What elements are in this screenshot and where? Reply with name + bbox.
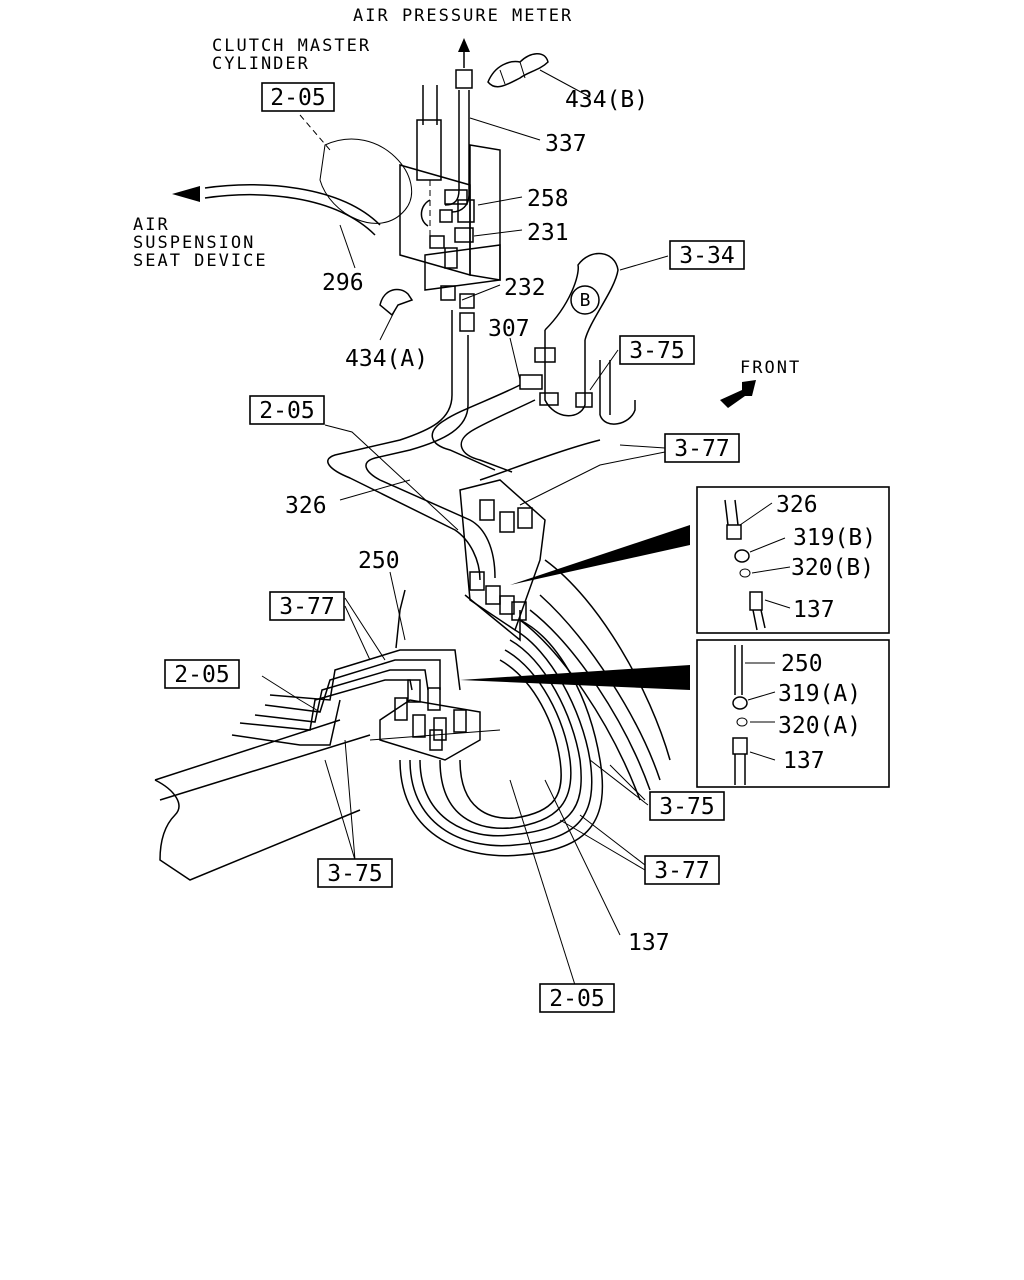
part-258: 258 [527,186,569,212]
frame-rail [154,719,501,881]
fittings-258-231 [420,189,475,269]
caption-air-pressure-meter: AIR PRESSURE METER [353,6,573,26]
ref-box-375-right: 3-75 [649,791,725,821]
relay-valve-b [519,252,636,425]
ref-205-top-label: 2-05 [270,85,325,111]
detail-box-a [696,639,890,788]
hose-296 [172,184,381,236]
ref-box-205-bottom: 2-05 [539,983,615,1013]
detail-a-part-a: 250 [781,651,823,677]
ref-box-205-left: 2-05 [164,659,240,689]
detail-b-part-d: 137 [793,597,835,623]
ref-box-377-lower: 3-77 [644,855,720,885]
ref-375-top-label: 3-75 [629,338,684,364]
detail-a-pointer [460,665,690,690]
ref-377-right-label: 3-77 [674,436,729,462]
detail-b-part-a: 326 [776,492,818,518]
ref-205-left-label: 2-05 [174,662,229,688]
ghost-outline-2-05 [299,114,412,224]
caption-air-susp-2: SUSPENSION [133,233,255,253]
front-arrow-icon [720,380,756,408]
pipe-bundle-250 [231,589,461,746]
part-434b: 434(B) [565,87,648,113]
detail-b-part-c: 320(B) [791,555,874,581]
part-307: 307 [488,316,530,342]
ref-box-205-top: 2-05 [261,82,335,112]
junction-block-lower [379,679,481,761]
ref-box-377-left: 3-77 [269,591,345,621]
pipes-326-307 [327,310,601,581]
pipe-337 [444,38,473,213]
ref-205-bottom-label: 2-05 [549,986,604,1012]
part-337: 337 [545,131,587,157]
ref-377-lower-label: 3-77 [654,858,709,884]
ref-box-375-top: 3-75 [619,335,695,365]
part-296: 296 [322,270,364,296]
clutch-master-cylinder [416,85,442,240]
ref-375-bottom-label: 3-75 [327,861,382,887]
ref-box-375-bottom: 3-75 [317,858,393,888]
detail-box-b [696,486,890,634]
clamp-434b [487,53,549,88]
ref-334-label: 3-34 [679,243,734,269]
nut-232 [440,285,475,332]
mounting-bracket [399,144,501,291]
caption-clutch-master-2: CYLINDER [212,54,310,74]
leader-lines [261,69,669,986]
hose-loops [399,559,671,857]
ref-box-334: 3-34 [669,240,745,270]
junction-block-upper [459,479,546,642]
part-231: 231 [527,220,569,246]
part-434a: 434(A) [345,346,428,372]
ref-377-left-label: 3-77 [279,594,334,620]
detail-a-part-d: 137 [783,748,825,774]
detail-b-pointer [510,525,690,585]
caption-air-susp-3: SEAT DEVICE [133,251,268,271]
ref-box-377-right: 3-77 [664,433,740,463]
detail-a-part-c: 320(A) [778,713,861,739]
caption-clutch-master-1: CLUTCH MASTER [212,36,371,56]
ref-205-mid-label: 2-05 [259,398,314,424]
part-232: 232 [504,275,546,301]
part-137: 137 [628,930,670,956]
caption-front: FRONT [740,358,801,378]
valve-letter: B [580,290,591,311]
ref-375-right-label: 3-75 [659,794,714,820]
detail-b-part-b: 319(B) [793,525,876,551]
part-250: 250 [358,548,400,574]
part-326: 326 [285,493,327,519]
ref-box-205-mid: 2-05 [249,395,325,425]
detail-a-part-b: 319(A) [778,681,861,707]
clamp-434a [379,288,414,317]
caption-air-susp-1: AIR [133,215,170,235]
